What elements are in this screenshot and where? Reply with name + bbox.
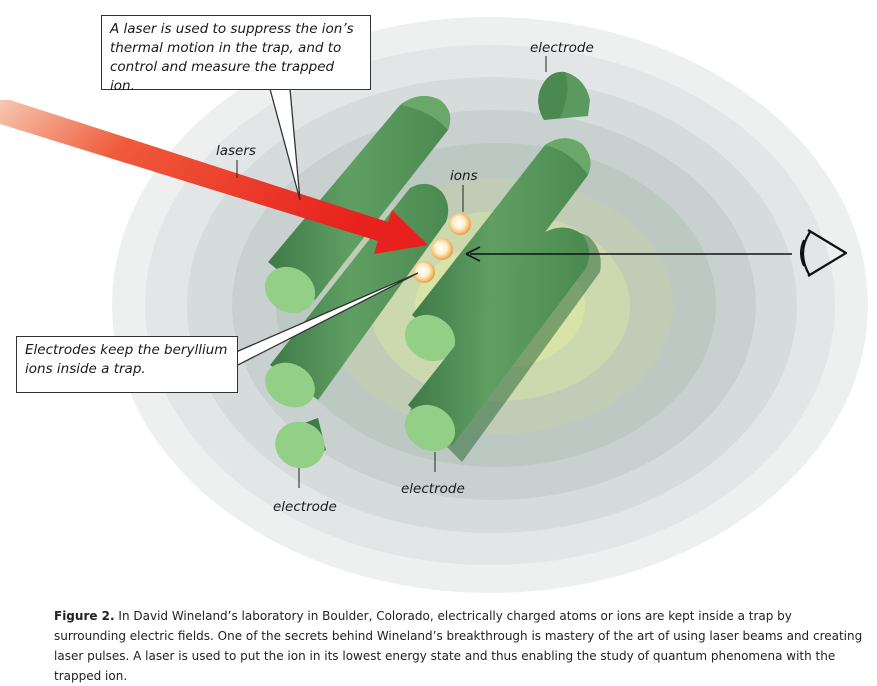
callout-laser: A laser is used to suppress the ion’s th… bbox=[101, 15, 371, 94]
callout-electrodes: Electrodes keep the beryllium ions insid… bbox=[16, 336, 238, 393]
label-electrode-top: electrode bbox=[530, 40, 594, 56]
electrode-cylinder-c bbox=[404, 138, 591, 362]
caption-text: In David Wineland’s laboratory in Boulde… bbox=[54, 609, 863, 683]
figure-caption: Figure 2. In David Wineland’s laboratory… bbox=[54, 606, 866, 686]
label-electrode-bottom-mid: electrode bbox=[401, 481, 465, 497]
ion-sphere-icon bbox=[413, 213, 471, 283]
label-lasers: lasers bbox=[216, 143, 256, 159]
electrode-stub-top bbox=[538, 71, 590, 120]
caption-lead: Figure 2. bbox=[54, 609, 115, 623]
leader-lines bbox=[236, 56, 547, 488]
label-ions: ions bbox=[450, 168, 478, 184]
electrode-cylinder-d bbox=[404, 227, 601, 462]
view-arrow-icon bbox=[465, 246, 792, 262]
ion-trap-diagram: electrode lasers ions electrode electrod… bbox=[0, 17, 868, 593]
label-electrode-bottom-left: electrode bbox=[273, 499, 337, 515]
electrode-stub-bottom bbox=[275, 418, 326, 469]
electrode-cylinder-a bbox=[264, 96, 451, 314]
eye-icon bbox=[800, 229, 848, 277]
laser-beam-arrow-icon bbox=[0, 100, 428, 254]
